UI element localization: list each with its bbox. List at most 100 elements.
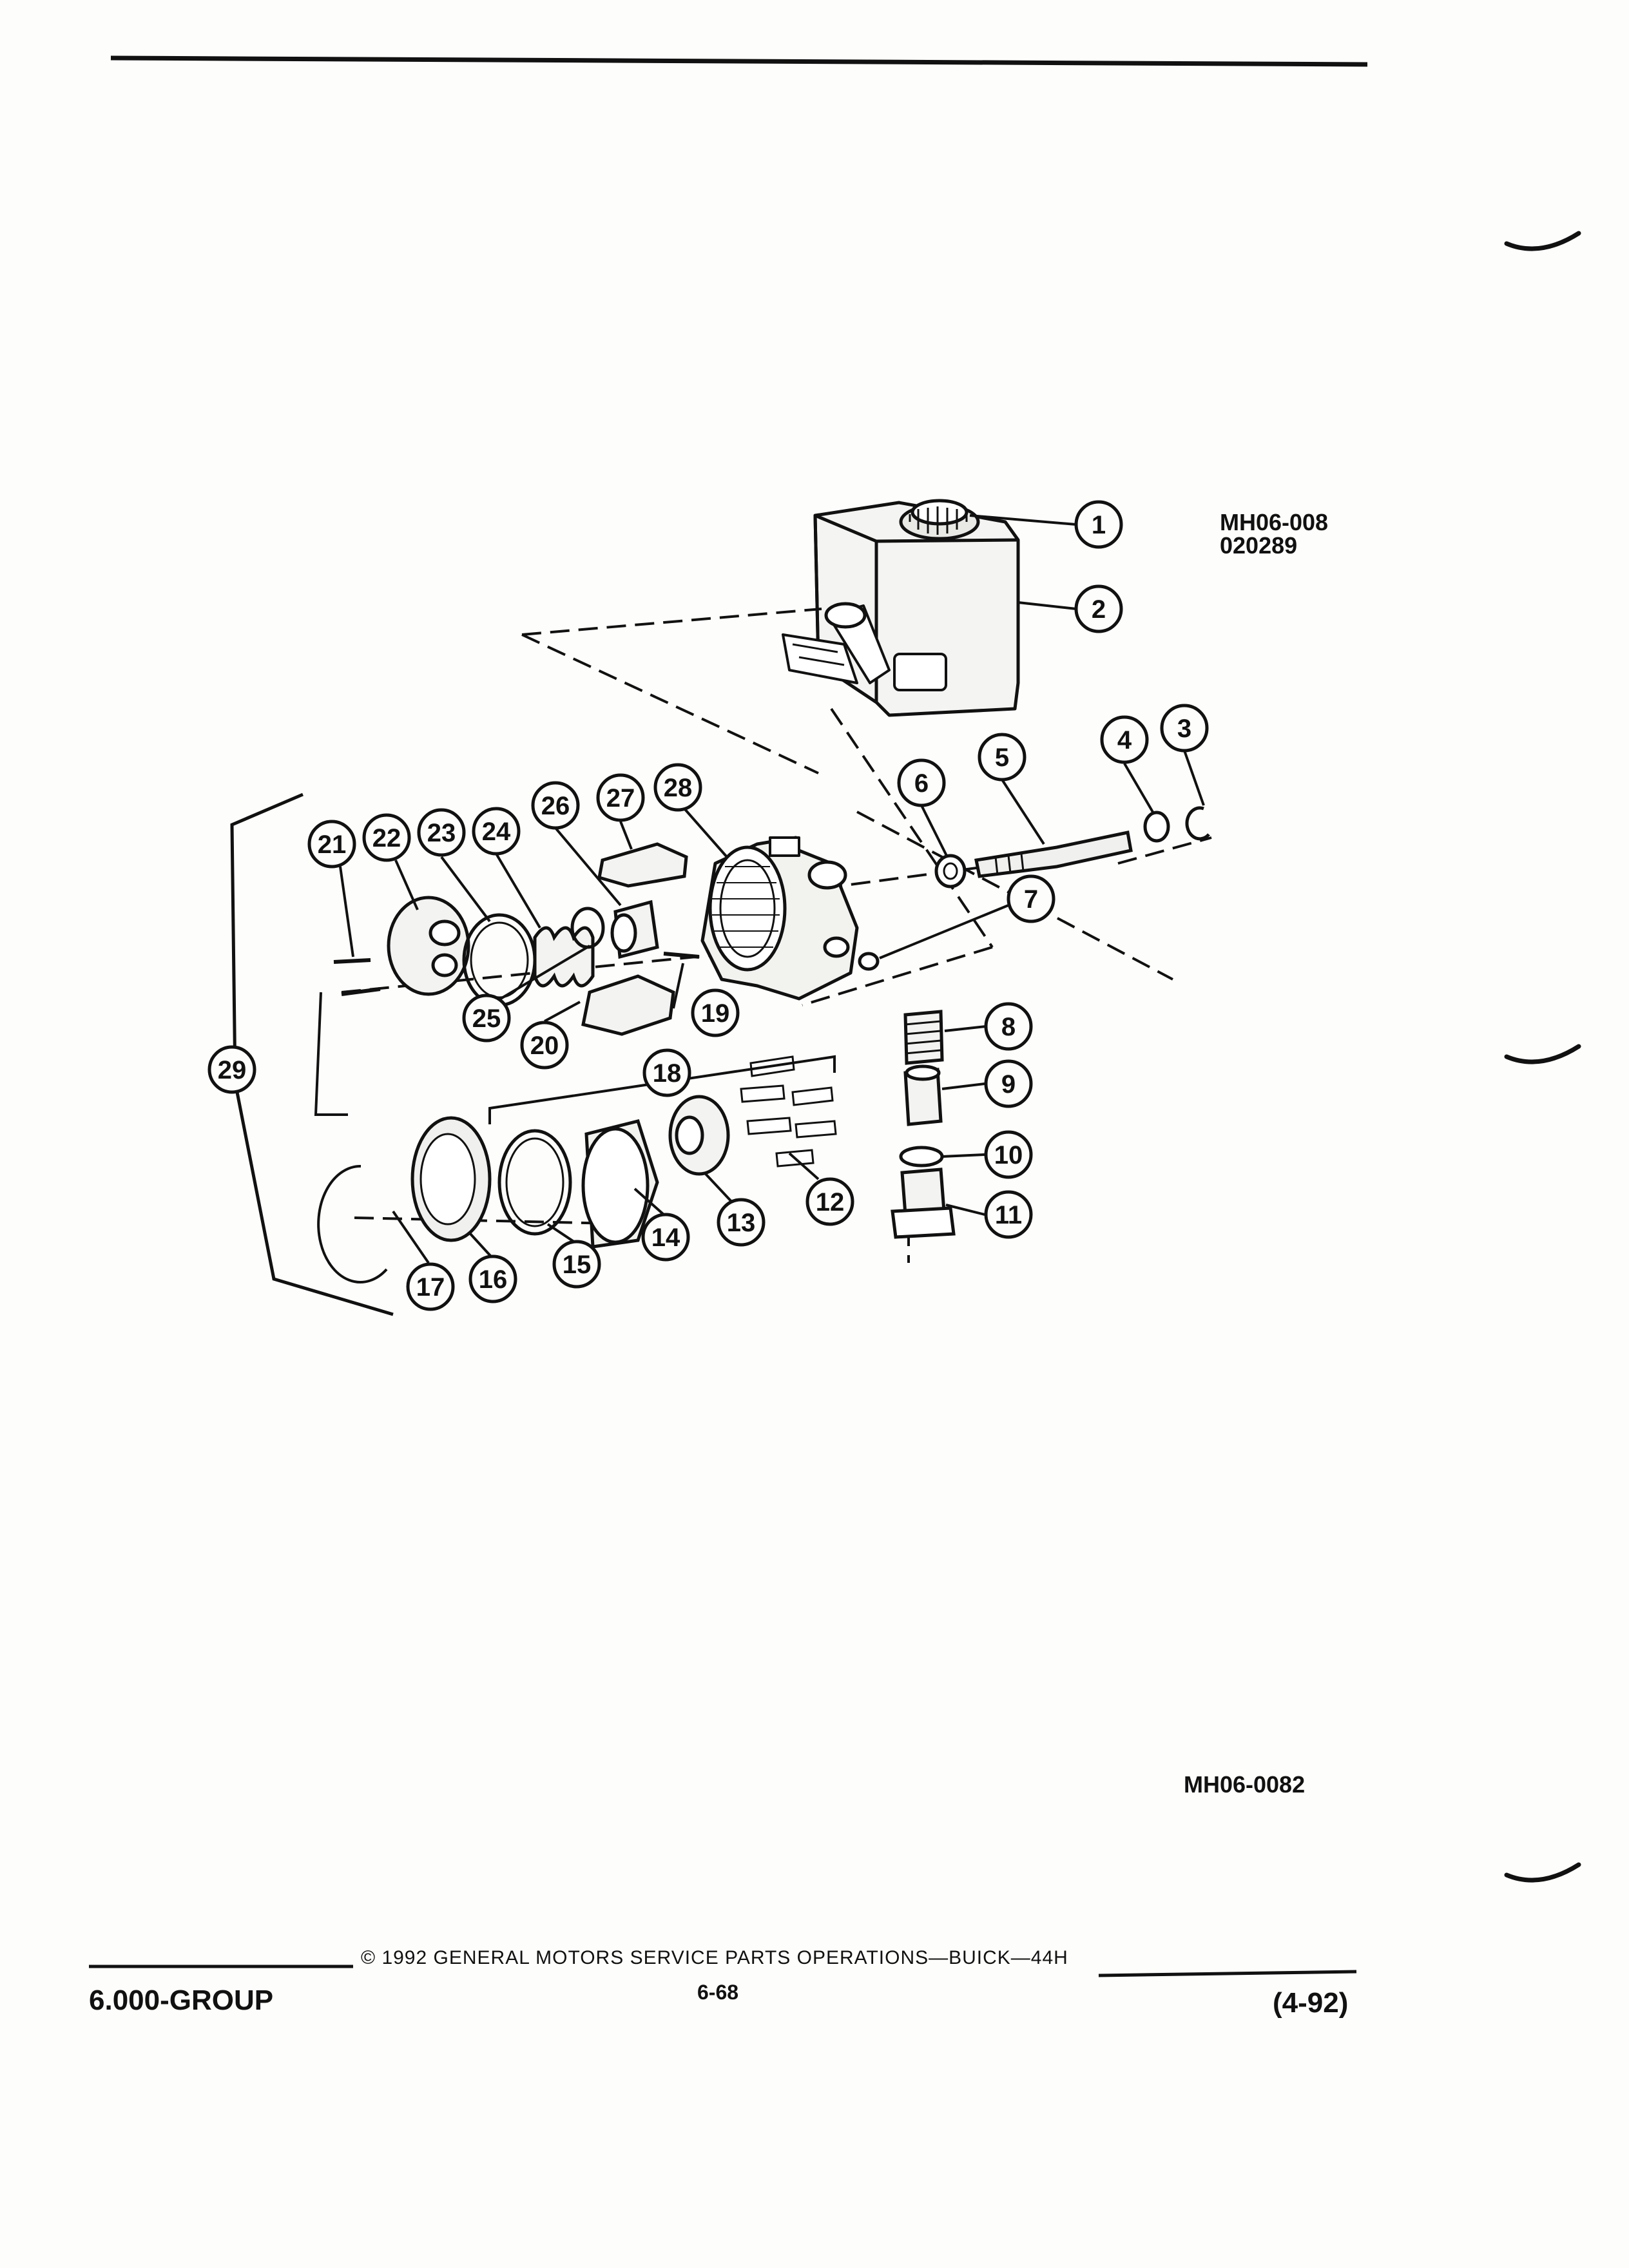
top-rule: [110, 55, 1368, 67]
footer-page-number: 6-68: [697, 1981, 739, 2004]
control-valve-stack: [891, 1010, 956, 1239]
callout-circle: [984, 1130, 1033, 1179]
callout-number: 10: [994, 1141, 1023, 1169]
callout-16: 16: [468, 1254, 517, 1303]
callout-27: 27: [596, 773, 645, 822]
callout-number: 18: [653, 1059, 682, 1088]
callout-circle: [417, 808, 466, 857]
callout-circle: [642, 1048, 691, 1097]
callout-13: 13: [717, 1198, 766, 1247]
callout-number: 19: [701, 999, 730, 1028]
callout-number: 22: [372, 824, 401, 852]
callout-26: 26: [531, 781, 580, 830]
callout-circle: [531, 781, 580, 830]
drawing-code-top: MH06-008: [1220, 509, 1329, 535]
callout-17: 17: [406, 1262, 455, 1311]
valve-parts-illustration: [858, 806, 1210, 971]
callout-14: 14: [641, 1213, 690, 1262]
callout-circle: [653, 763, 702, 812]
callout-number: 6: [914, 769, 929, 798]
callout-24: 24: [472, 807, 521, 856]
callout-circle: [978, 733, 1027, 782]
callout-circle: [406, 1262, 455, 1311]
callout-21: 21: [307, 820, 356, 869]
callout-number: 24: [482, 818, 511, 846]
callout-circle: [984, 1059, 1033, 1108]
callout-number: 7: [1024, 885, 1038, 914]
callout-number: 28: [664, 774, 693, 802]
callout-3: 3: [1160, 704, 1209, 753]
callout-number: 9: [1001, 1070, 1016, 1099]
callout-number: 17: [416, 1273, 445, 1302]
callout-5: 5: [978, 733, 1027, 782]
callout-20: 20: [520, 1021, 569, 1070]
callout-25: 25: [462, 994, 511, 1043]
callout-number: 8: [1001, 1013, 1016, 1041]
callout-circle: [1160, 704, 1209, 753]
callout-19: 19: [691, 988, 740, 1037]
callout-circle: [362, 813, 411, 862]
callout-number: 27: [606, 784, 635, 812]
callout-circle: [207, 1045, 256, 1094]
callout-number: 5: [995, 744, 1009, 772]
callout-number: 12: [816, 1188, 845, 1216]
callout-circle: [462, 994, 511, 1043]
footer-group: 6.000-GROUP: [89, 1984, 274, 2016]
callout-number: 3: [1177, 715, 1191, 743]
callout-9: 9: [984, 1059, 1033, 1108]
callout-4: 4: [1100, 715, 1149, 764]
callout-28: 28: [653, 763, 702, 812]
callout-2: 2: [1074, 584, 1123, 633]
callout-1: 1: [1074, 500, 1123, 549]
callout-circle: [984, 1190, 1033, 1239]
callout-leaders: [232, 514, 1205, 1264]
callout-18: 18: [642, 1048, 691, 1097]
callout-circle: [596, 773, 645, 822]
rotor-group-illustration: [317, 842, 837, 1283]
callout-number: 2: [1092, 595, 1106, 624]
reservoir-illustration: [782, 499, 1020, 717]
callout-circle: [1100, 715, 1149, 764]
callout-number: 29: [218, 1056, 247, 1084]
footer-rule-right: [1098, 1970, 1357, 1977]
drawing-code-bottom: MH06-0082: [1184, 1771, 1306, 1798]
callout-number: 11: [995, 1201, 1022, 1229]
callout-number: 21: [318, 831, 347, 859]
callout-circle: [468, 1254, 517, 1303]
callout-number: 15: [563, 1251, 592, 1279]
callout-circle: [1074, 584, 1123, 633]
callout-circle: [307, 820, 356, 869]
drawing-date: 020289: [1220, 532, 1298, 559]
callout-circle: [1007, 874, 1055, 923]
callout-number: 16: [479, 1265, 508, 1294]
callout-number: 20: [530, 1032, 559, 1060]
bracket-18: [314, 992, 836, 1124]
callout-number: 14: [651, 1224, 680, 1252]
page-edge-marks: [1504, 231, 1581, 1883]
callout-number: 13: [727, 1209, 756, 1237]
callout-number: 4: [1117, 726, 1132, 754]
callout-circle: [472, 807, 521, 856]
footer-copyright: © 1992 GENERAL MOTORS SERVICE PARTS OPER…: [361, 1947, 1068, 1968]
callout-number: 26: [541, 792, 570, 820]
pump-body-illustration: [700, 836, 859, 1001]
callout-circle: [520, 1021, 569, 1070]
callout-circle: [897, 758, 946, 807]
callout-23: 23: [417, 808, 466, 857]
callout-11: 11: [984, 1190, 1033, 1239]
callout-22: 22: [362, 813, 411, 862]
bracket-29: [230, 793, 394, 1316]
footer-revision: (4-92): [1273, 1987, 1349, 2019]
callout-circle: [552, 1240, 601, 1289]
callout-6: 6: [897, 758, 946, 807]
callout-12: 12: [805, 1177, 854, 1226]
callout-15: 15: [552, 1240, 601, 1289]
callout-29: 29: [207, 1045, 256, 1094]
callout-number: 25: [472, 1004, 501, 1033]
callout-circle: [984, 1002, 1033, 1051]
callout-circle: [717, 1198, 766, 1247]
callout-circle: [641, 1213, 690, 1262]
